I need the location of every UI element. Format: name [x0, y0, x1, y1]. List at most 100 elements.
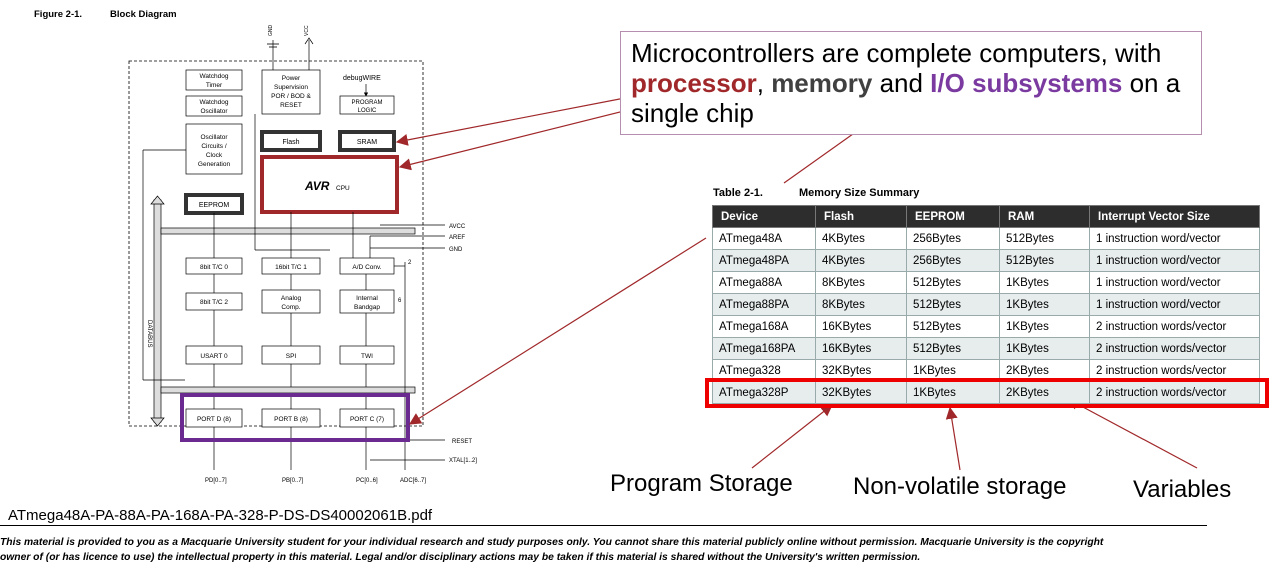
- cell-device: ATmega48PA: [712, 249, 816, 272]
- xtal-label: XTAL[1..2]: [449, 458, 477, 464]
- osc-label-4: Generation: [198, 161, 231, 168]
- cell-ivs: 2 instruction words/vector: [1089, 337, 1260, 360]
- analog-comp-label-1: Analog: [281, 295, 302, 302]
- tc2-block: [185, 292, 243, 311]
- cell-flash: 32KBytes: [815, 359, 907, 382]
- power-supply: GND VCC: [267, 25, 314, 70]
- program-logic-block: [339, 95, 395, 115]
- tc0-block: [185, 257, 243, 275]
- header-flash: Flash: [815, 205, 907, 228]
- pd-pins-label: PD[0..7]: [205, 478, 227, 484]
- power-label-2: Supervision: [274, 84, 308, 91]
- disclaimer-line-2: owner of (or has licence to use) the int…: [0, 552, 921, 563]
- flash-block: [260, 130, 322, 152]
- table-title: Table 2-1.Memory Size Summary: [713, 187, 919, 199]
- power-label-4: RESET: [280, 102, 302, 109]
- header-eeprom: EEPROM: [906, 205, 1000, 228]
- tc0-label: 8bit T/C 0: [200, 264, 228, 271]
- cell-ram: 1KBytes: [999, 337, 1090, 360]
- cell-eeprom: 512Bytes: [906, 337, 1000, 360]
- bandgap-label-2: Bandgap: [354, 304, 380, 311]
- spi-block: [261, 345, 321, 365]
- bandgap-block: [339, 289, 395, 314]
- footer-divider: [0, 525, 1207, 526]
- cell-device: ATmega168A: [712, 315, 816, 338]
- watchdog-oscillator-block: [185, 95, 243, 117]
- cell-eeprom: 256Bytes: [906, 249, 1000, 272]
- cell-flash: 16KBytes: [815, 337, 907, 360]
- power-label-1: Power: [282, 75, 301, 82]
- debugwire-label: debugWIRE: [343, 75, 381, 82]
- cell-flash: 32KBytes: [815, 381, 907, 404]
- table-name: Memory Size Summary: [798, 187, 920, 199]
- microcontroller-callout: Microcontrollers are complete computers,…: [620, 31, 1202, 135]
- spi-label: SPI: [286, 353, 297, 360]
- copyright-disclaimer: This material is provided to you as a Ma…: [0, 535, 1277, 565]
- analog-comp-label-2: Comp.: [281, 304, 300, 311]
- cell-ivs: 1 instruction word/vector: [1089, 227, 1260, 250]
- program-logic-label-2: LOGIC: [358, 108, 377, 114]
- tc1-label: 16bit T/C 1: [275, 264, 307, 271]
- oscillator-block: [185, 123, 243, 175]
- adc-channels-label: 6: [398, 298, 402, 304]
- twi-label: TWI: [361, 353, 373, 360]
- watchdog-timer-label-1: Watchdog: [199, 73, 228, 80]
- cell-ivs: 1 instruction word/vector: [1089, 249, 1260, 272]
- cell-ivs: 2 instruction words/vector: [1089, 381, 1260, 404]
- bandgap-label-1: Internal: [356, 295, 378, 302]
- avr-logo-text: AVR: [304, 179, 330, 193]
- adc-block: [339, 257, 395, 275]
- header-ivs: Interrupt Vector Size: [1089, 205, 1260, 228]
- cell-ram: 1KBytes: [999, 271, 1090, 294]
- aref-label: AREF: [449, 235, 465, 241]
- callout-text-pre: Microcontrollers are complete computers,…: [631, 38, 1162, 68]
- avcc-label: AVCC: [449, 224, 466, 230]
- cell-ram: 2KBytes: [999, 381, 1090, 404]
- pb-pins-label: PB[0..7]: [282, 478, 304, 484]
- eeprom-label: EEPROM: [199, 202, 230, 209]
- disclaimer-line-1: This material is provided to you as a Ma…: [0, 537, 1104, 548]
- analog-comp-block: [261, 289, 321, 314]
- program-storage-label: Program Storage: [610, 470, 793, 497]
- pc-pins-label: PC[0..6]: [356, 478, 378, 484]
- portb-block: [261, 408, 321, 428]
- agnd-label: GND: [449, 247, 463, 253]
- osc-label-2: Circuits /: [201, 143, 226, 150]
- gnd-label: GND: [268, 25, 274, 37]
- portd-block: [185, 408, 243, 428]
- adc-label: A/D Conv.: [352, 264, 381, 271]
- cell-device: ATmega328: [712, 359, 816, 382]
- sram-label: SRAM: [357, 139, 377, 146]
- cell-device: ATmega88PA: [712, 293, 816, 316]
- cpu-label: CPU: [336, 185, 350, 192]
- cell-eeprom: 512Bytes: [906, 271, 1000, 294]
- portb-label: PORT B (8): [274, 416, 308, 423]
- flash-label: Flash: [282, 139, 299, 146]
- figure-label: Figure 2-1.: [34, 9, 83, 20]
- cell-ivs: 2 instruction words/vector: [1089, 315, 1260, 338]
- callout-io: I/O subsystems: [930, 68, 1123, 98]
- callout-memory: memory: [771, 68, 873, 98]
- cell-eeprom: 512Bytes: [906, 315, 1000, 338]
- cell-ram: 1KBytes: [999, 293, 1090, 316]
- usart0-label: USART 0: [200, 353, 228, 360]
- adc-pins-label: ADC[6..7]: [400, 478, 426, 484]
- variables-label: Variables: [1133, 476, 1232, 503]
- sram-block: [338, 130, 396, 152]
- header-device: Device: [712, 205, 816, 228]
- watchdog-osc-label-2: Oscillator: [200, 108, 228, 115]
- figure-name: Block Diagram: [110, 9, 177, 20]
- cell-ivs: 2 instruction words/vector: [1089, 359, 1260, 382]
- io-ports-highlight-box: [180, 393, 410, 442]
- atmega328p-highlight-box: [705, 378, 1269, 408]
- figure-title: Figure 2-1. Block Diagram: [34, 9, 177, 20]
- watchdog-timer-block: [185, 69, 243, 91]
- osc-label-3: Clock: [206, 152, 223, 159]
